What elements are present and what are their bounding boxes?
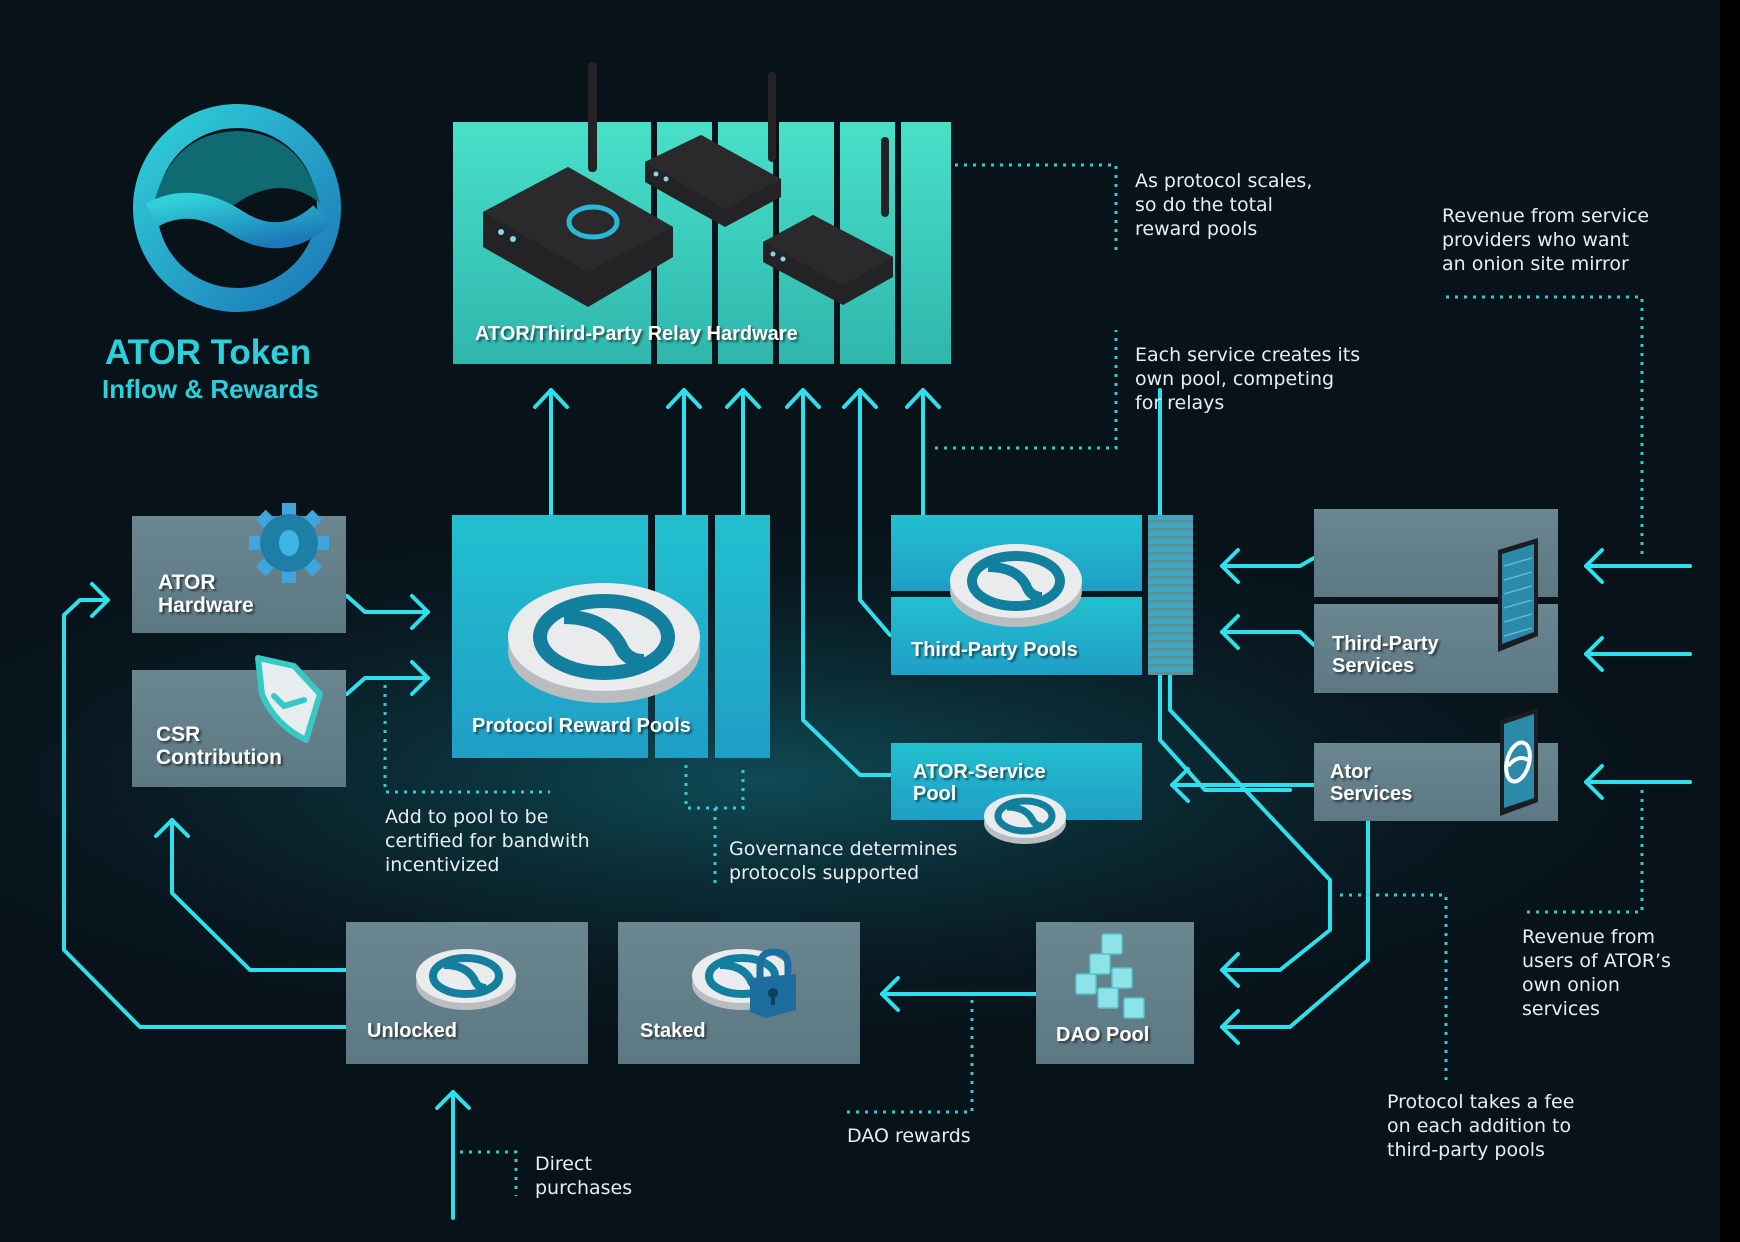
protocol-reward-pools-node: Protocol Reward Pools bbox=[452, 515, 770, 758]
arrow-up-6 bbox=[905, 388, 941, 517]
dotted-protocol-fee bbox=[1340, 893, 1448, 1082]
token-coin-icon bbox=[416, 949, 516, 1010]
dotted-each-service bbox=[935, 330, 1118, 450]
tablet-logo-icon bbox=[1500, 708, 1538, 816]
padlock-icon bbox=[750, 948, 796, 1018]
tablet-icon bbox=[1498, 538, 1538, 652]
csr-label-1: CSR bbox=[156, 723, 201, 746]
arrow-revenue-2 bbox=[1584, 636, 1692, 672]
page-subtitle: Inflow & Rewards bbox=[102, 374, 319, 404]
arrow-hardware-to-protocol bbox=[345, 594, 430, 630]
arrow-up-1 bbox=[533, 388, 569, 517]
arrow-unlocked-to-hardware bbox=[62, 582, 348, 1029]
token-coin-icon bbox=[950, 544, 1082, 627]
arrow-pools-to-dao bbox=[1168, 674, 1332, 988]
dotted-scales bbox=[955, 163, 1118, 250]
ator-hardware-label-2: Hardware bbox=[158, 594, 254, 617]
protocol-reward-pools-label: Protocol Reward Pools bbox=[472, 715, 691, 737]
third-party-services-label-1: Third-Party bbox=[1332, 633, 1439, 655]
page-title: ATOR Token bbox=[105, 333, 312, 372]
third-party-pools-node: Third-Party Pools bbox=[891, 515, 1193, 675]
right-edge-bar bbox=[1720, 0, 1740, 1242]
ator-logo-icon bbox=[133, 104, 341, 312]
ator-services-label-2: Services bbox=[1330, 783, 1413, 805]
ator-service-pool-node: ATOR-Service Pool bbox=[891, 743, 1142, 820]
arrow-revenue-3 bbox=[1584, 764, 1692, 800]
relay-hardware-label: ATOR/Third-Party Relay Hardware bbox=[475, 323, 798, 345]
relay-hardware-node: ATOR/Third-Party Relay Hardware bbox=[453, 62, 951, 364]
arrow-tps-to-pools-1 bbox=[1220, 548, 1316, 584]
shield-check-icon bbox=[255, 655, 323, 743]
dotted-revenue-users bbox=[1524, 790, 1644, 914]
arrow-up-2 bbox=[666, 388, 702, 517]
arrow-tps-to-pools-2 bbox=[1220, 614, 1316, 650]
dao-pool-label: DAO Pool bbox=[1056, 1024, 1150, 1046]
csr-label-2: Contribution bbox=[156, 746, 282, 769]
arrow-revenue-1 bbox=[1584, 548, 1692, 584]
dao-pool-node: DAO Pool bbox=[1036, 922, 1194, 1064]
dotted-dao-rewards bbox=[847, 1000, 974, 1114]
arrow-unlocked-to-csr bbox=[154, 818, 348, 972]
staked-label: Staked bbox=[640, 1020, 706, 1042]
token-coin-icon bbox=[508, 583, 700, 703]
dotted-direct-purchases bbox=[460, 1150, 518, 1196]
arrow-up-5 bbox=[842, 388, 892, 637]
dotted-revenue-providers bbox=[1446, 295, 1644, 560]
cubes-icon bbox=[1075, 933, 1145, 1019]
arrow-atorservices-to-dao bbox=[1220, 818, 1370, 1045]
gear-icon bbox=[249, 503, 329, 583]
token-coin-icon bbox=[984, 794, 1066, 844]
ator-hardware-label-1: ATOR bbox=[158, 571, 216, 594]
arrow-csr-to-protocol bbox=[345, 660, 430, 696]
note-dao-rewards: DAO rewards bbox=[847, 1125, 971, 1147]
unlocked-node: Unlocked bbox=[346, 922, 588, 1064]
third-party-services-label-2: Services bbox=[1332, 655, 1415, 677]
ator-service-pool-label-2: Pool bbox=[913, 783, 957, 805]
dotted-add-to-pool bbox=[383, 685, 550, 794]
ator-services-label-1: Ator bbox=[1330, 761, 1372, 783]
dotted-governance bbox=[684, 765, 745, 885]
ator-service-pool-label-1: ATOR-Service bbox=[913, 761, 1046, 783]
arrow-direct-purchase bbox=[435, 1090, 471, 1220]
router-icon bbox=[483, 62, 893, 307]
arrow-dao-to-staked bbox=[880, 976, 1038, 1012]
third-party-pools-label: Third-Party Pools bbox=[911, 639, 1078, 661]
unlocked-label: Unlocked bbox=[367, 1020, 458, 1042]
arrow-up-3 bbox=[725, 388, 761, 517]
staked-node: Staked bbox=[618, 922, 860, 1064]
